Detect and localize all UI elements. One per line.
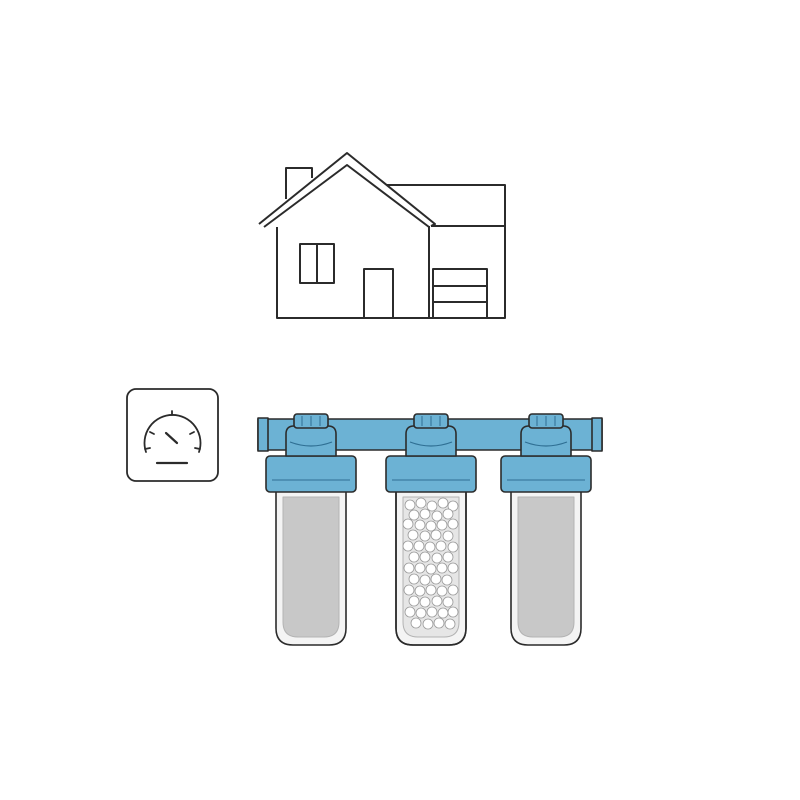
house-door (363, 268, 394, 319)
gauge-tick-4 (189, 431, 195, 435)
gauge-tick-1 (144, 447, 151, 450)
pipe-port-left (257, 417, 269, 452)
filter-3-cartridge (517, 496, 575, 638)
filter-unit-1 (265, 413, 357, 646)
pipe-port-right (591, 417, 603, 452)
gauge-frame (126, 388, 219, 482)
filter-2-crystals (402, 497, 459, 630)
house-wing-wall (428, 226, 506, 319)
house-icon (258, 152, 506, 319)
filter-2-cap (405, 425, 457, 457)
house-chimney (285, 167, 313, 199)
gauge-needle (164, 431, 179, 445)
filter-2-collar (385, 455, 477, 493)
filter-1-collar (265, 455, 357, 493)
filter-system (257, 413, 603, 646)
filter-3-cap (520, 425, 572, 457)
filter-unit-3 (500, 413, 592, 646)
filter-unit-2 (385, 413, 477, 646)
house-garage-door (432, 268, 488, 319)
filter-3-collar (500, 455, 592, 493)
filter-1-cap (285, 425, 337, 457)
pressure-gauge-icon (126, 388, 219, 482)
house-roof-outer (258, 152, 436, 227)
filter-1-cartridge (282, 496, 340, 638)
gauge-tick-5 (194, 447, 201, 450)
house-wing-roof (387, 184, 506, 227)
house-roof-inner (263, 164, 430, 228)
gauge-tick-2 (149, 431, 155, 435)
